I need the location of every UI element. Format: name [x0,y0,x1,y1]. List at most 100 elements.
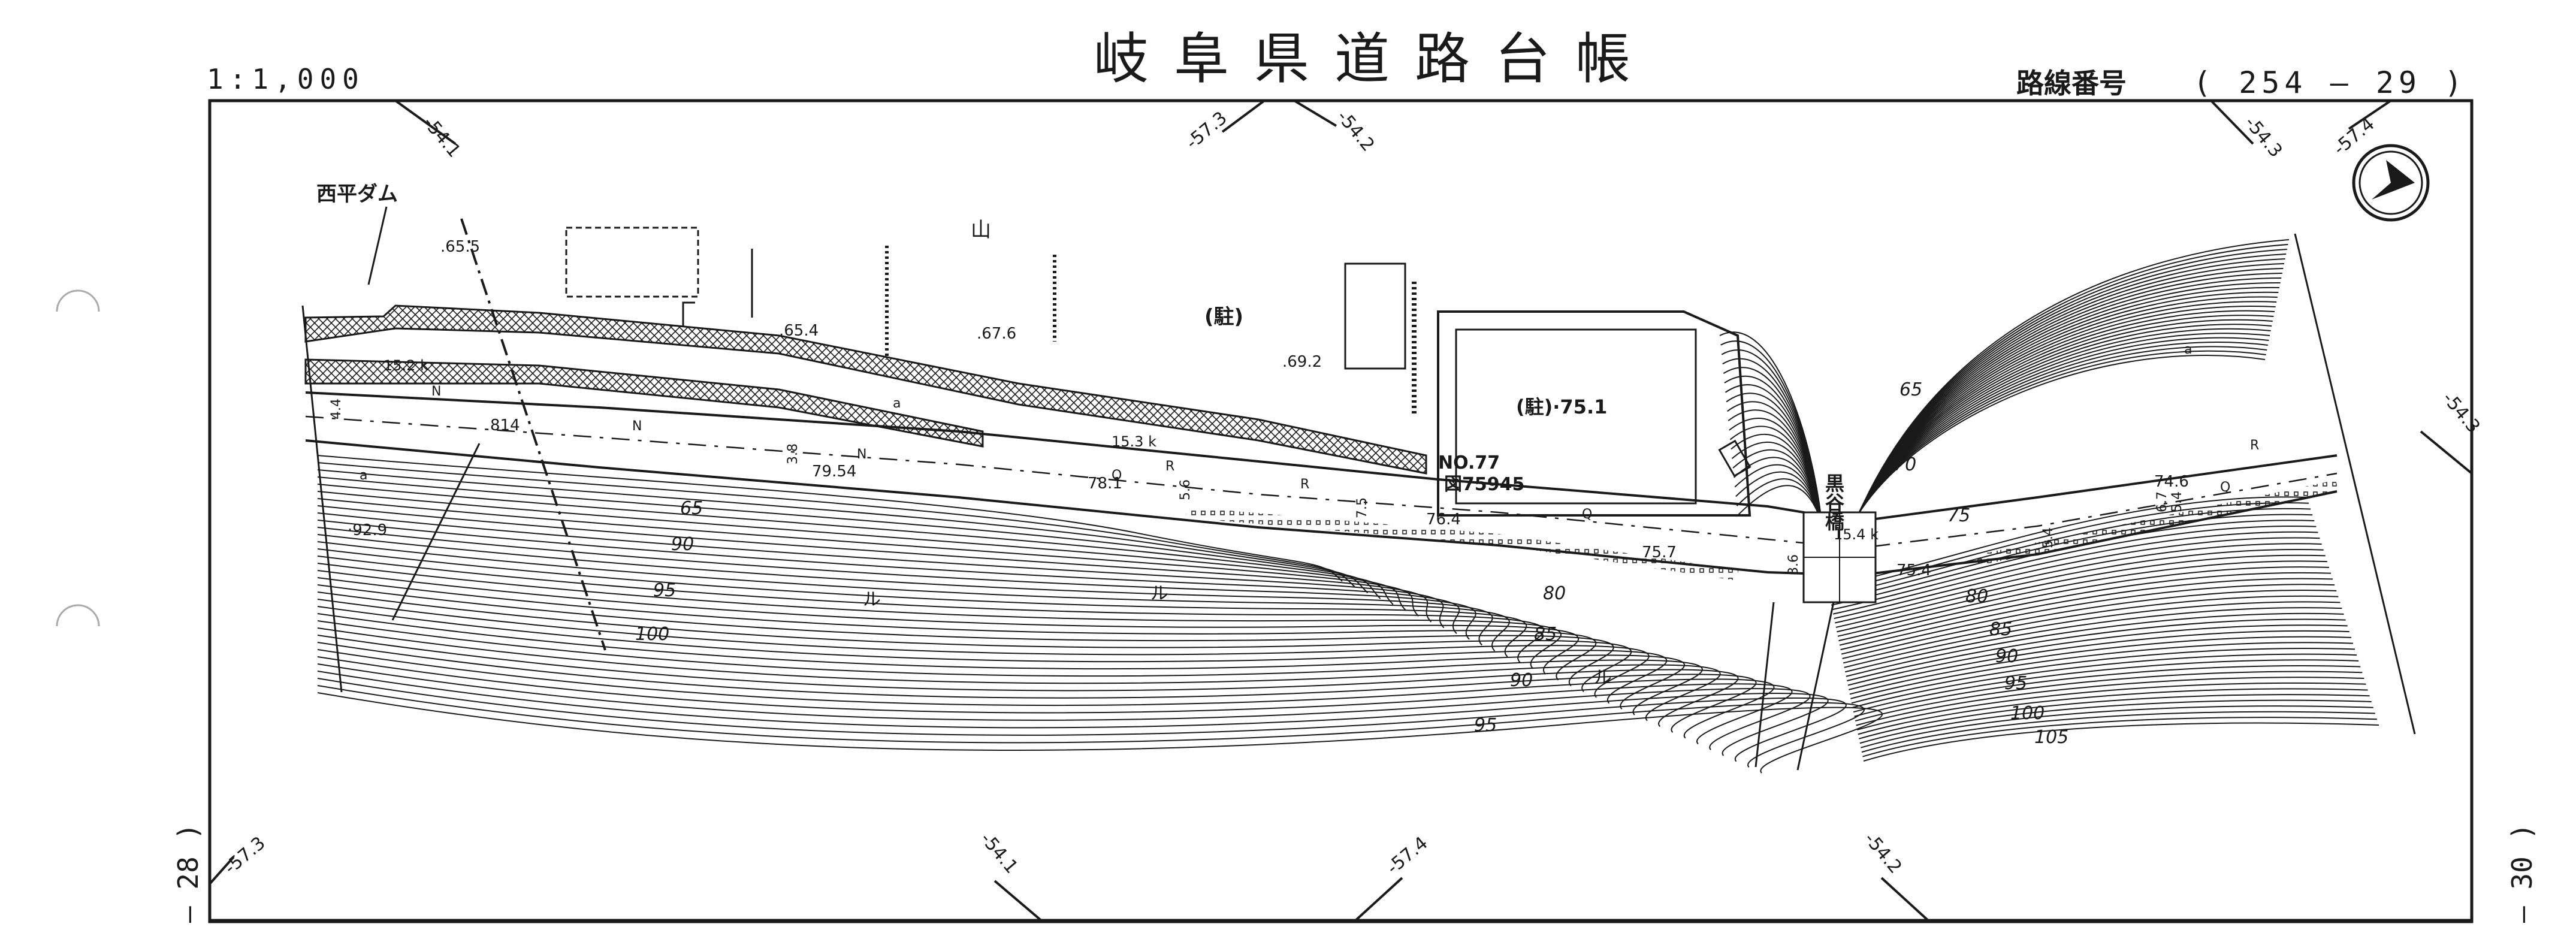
contour-east [1839,572,2332,646]
contour-label-e100: 100 [2010,703,2045,724]
contour-south [317,512,1445,629]
contour-north [1862,253,2287,505]
landmark-benchmark: NO.77 図75945 [1438,452,1524,495]
contour-north [1859,310,2275,511]
width-4-4: 4.4 [329,398,344,419]
north-arrow-icon [2352,144,2430,222]
contour-north [1862,244,2288,505]
contour-south [317,527,1476,640]
contour-label-s90: 90 [671,534,694,555]
contour-south [317,541,1510,652]
contour-east [1851,647,2355,704]
width-5-4: 5.4 [2041,527,2056,548]
spot-height-75-4: 75.4 [1896,561,1931,579]
contour-label-s85: 85 [1534,624,1557,645]
contour-east [1838,566,2329,642]
symbol-a-2: a [893,396,901,411]
contour-east [1859,694,2370,739]
road-widths: 4.4 3.8 3.6 5.4 7.5 5.6 5.4 6.7 [329,398,2185,575]
road-edge-north [305,391,2338,523]
contour-label-n70: 70 [1894,454,1916,475]
spot-height-65-5: .65.5 [440,238,480,256]
contour-south [317,591,1632,692]
leader-lines [367,206,606,651]
contour-north [1862,249,2287,505]
width-7-5: 7.5 [1355,497,1370,518]
hatched-wall-lower [304,358,984,448]
right-sheet-ref: — 30 ) [2506,823,2538,923]
contour-south [317,563,1562,669]
contour-south [317,692,1883,774]
spot-height-65-4: .65.4 [779,322,819,340]
binder-hole-1 [56,289,100,312]
contour-label-s90b: 90 [1510,670,1533,691]
label-river-mark: ル [863,589,881,610]
contour-east [1847,624,2348,686]
place-labels: 西平ダム 山 (駐) (駐)·75.1 黒谷橋 ル ル ル [316,182,1845,688]
grid-labels: -54.1 -57.3 -54.2 -54.3 -57.4 -54.3 -57.… [221,107,2484,878]
contour-south [317,476,1381,599]
scale-label: 1:1,000 [207,63,365,95]
contour-label-s100: 100 [635,624,669,645]
contour-label-e85: 85 [1989,619,2012,640]
contour-label-e105: 105 [2034,727,2068,748]
contour-north-ravine [1737,485,1822,522]
contour-label-s65: 65 [680,498,703,519]
map-boundary [301,233,2416,735]
contour-east [1859,699,2372,744]
spot-height-78-1: 78.1 [1088,475,1122,493]
contour-north [1858,324,2272,512]
contour-labels: 65 90 95 100 80 85 90 95 65 70 75 80 85 … [635,379,2068,748]
road-centerline [305,415,2338,550]
contour-east [1837,560,2327,637]
contour-east [1843,595,2339,664]
contour-label-s95: 95 [653,580,676,601]
contour-south [317,548,1527,657]
contour-east [1835,543,2322,624]
contour-south [317,584,1614,687]
contour-east [1850,642,2353,699]
spot-height-67-6: .67.6 [977,325,1016,343]
route-label: 路線番号 [2016,67,2127,99]
km-mark-15-2: 15.2 k [383,357,428,374]
contour-north [1858,333,2270,514]
contour-north [1857,350,2266,515]
label-dam: 西平ダム [316,182,398,206]
contour-north [1862,258,2285,506]
label-mountain: 山 [971,218,991,242]
width-6-7: 6.7 [2155,491,2170,512]
contour-south [317,606,1668,704]
building-parking [1344,262,1406,370]
sheet-title: 岐阜県道路台帳 [1094,27,1656,91]
symbol-q-1: Q [1112,468,1122,483]
contour-east [1842,590,2337,659]
contour-east [1861,705,2373,748]
grid-label-top-3: -54.2 [1333,107,1379,156]
grid-label-right-1: -54.3 [2438,388,2484,437]
symbol-r-1: R [1165,459,1174,474]
contour-lines-north [1719,239,2290,522]
contour-south [317,656,1793,745]
contour-south [317,462,1355,588]
left-sheet-ref: — 28 ) [172,823,204,923]
grid-ticks [209,99,2473,923]
contour-south [317,577,1597,681]
structures [565,227,1751,517]
contour-label-e95: 95 [2004,673,2027,694]
contour-south [317,570,1579,675]
guard-rail-south [1186,507,1739,581]
fence-west-2 [682,301,695,327]
contour-north [1859,301,2277,510]
contour-east [1835,549,2324,628]
width-3-6: 3.6 [1786,554,1801,575]
contour-lines-east [1827,496,2379,762]
contour-north [1861,277,2282,508]
contour-label-s95b: 95 [1474,715,1497,736]
symbol-n-2: N [632,419,642,434]
contour-label-e90: 90 [1995,646,2018,667]
symbol-r-3: R [2250,438,2259,453]
contour-east [1856,682,2366,730]
symbols: N N N R R R a a a Q Q Q [360,342,2259,522]
grid-label-bottom-3: -57.4 [1383,832,1432,878]
